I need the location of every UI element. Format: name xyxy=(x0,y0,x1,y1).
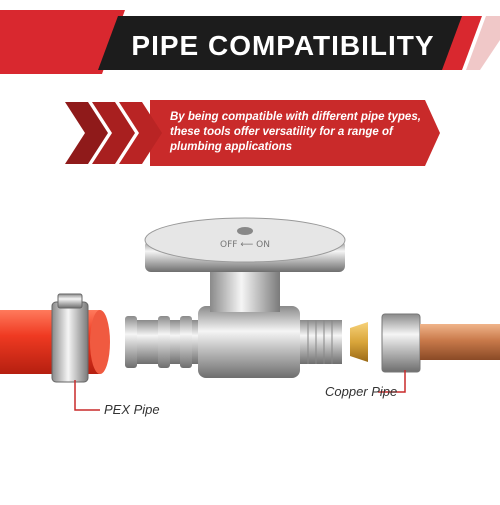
chevron-3-icon xyxy=(119,102,162,164)
header-left-red xyxy=(0,10,125,74)
header-dark-slab xyxy=(98,16,470,70)
crimp-tab xyxy=(57,293,83,309)
copper-pipe xyxy=(420,324,500,360)
compression-nut xyxy=(381,313,421,373)
compression-outlet xyxy=(300,320,342,364)
handle-screw xyxy=(237,227,253,235)
copper-pipe-label: Copper Pipe xyxy=(325,384,398,399)
barb-ridge-1 xyxy=(125,316,137,368)
crimp-ring xyxy=(51,301,89,383)
valve-body xyxy=(198,306,300,378)
valve-stem-housing xyxy=(210,272,280,312)
banner-description: By being compatible with different pipe … xyxy=(170,111,421,153)
copper-callout-line xyxy=(378,370,406,393)
pex-callout-line xyxy=(74,380,100,411)
banner-body xyxy=(150,100,440,166)
header-right-fade xyxy=(466,16,500,70)
handle-top xyxy=(144,217,346,263)
description-banner xyxy=(0,100,500,166)
header-band xyxy=(0,10,500,74)
pex-pipe-end xyxy=(90,310,110,374)
brass-ferrule xyxy=(350,322,368,362)
page-title: PIPE COMPATIBILITY xyxy=(131,30,435,61)
chevron-1-icon xyxy=(65,102,108,164)
barb-ridge-2 xyxy=(158,316,170,368)
handle-marking: OFF ⟵ ON xyxy=(220,240,270,250)
pex-pipe-label: PEX Pipe xyxy=(104,402,160,417)
product-illustration: OFF ⟵ ON xyxy=(0,180,500,500)
chevron-2-icon xyxy=(92,102,135,164)
header-right-stripe xyxy=(442,16,482,70)
header-shapes xyxy=(0,10,500,74)
banner-shapes xyxy=(65,100,440,166)
valve-drawing: OFF ⟵ ON xyxy=(0,217,500,411)
barb-ridge-3 xyxy=(180,316,192,368)
